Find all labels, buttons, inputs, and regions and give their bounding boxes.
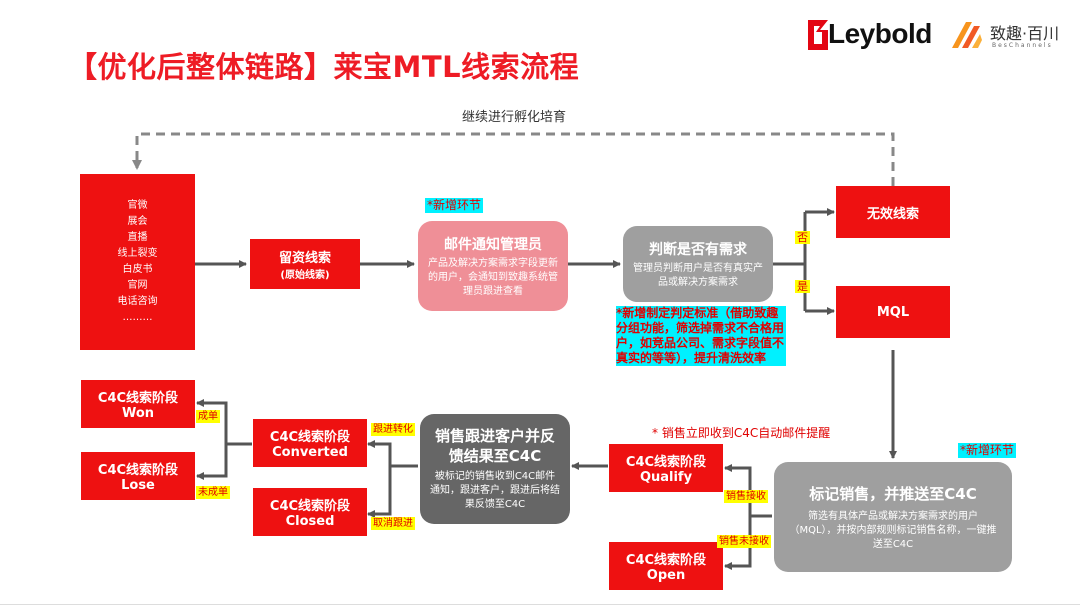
c4c-won-box: C4C线索阶段 Won — [81, 380, 195, 428]
c4c-qualify-line2: Qualify — [639, 470, 693, 485]
new-step-tag: *新增环节 — [425, 198, 484, 213]
c4c-closed-box: C4C线索阶段 Closed — [253, 488, 367, 536]
arrow-to-closed — [367, 466, 392, 518]
c4c-converted-box: C4C线索阶段 Converted — [253, 419, 367, 467]
arrow-to-won — [196, 399, 228, 444]
source-item: 电话咨询 — [117, 296, 158, 307]
judge-criteria-note: *新增制定判定标准（借助致趣分组功能，筛选掉需求不合格用户，如竞品公司、需求字段… — [616, 306, 786, 366]
c4c-closed-line2: Closed — [285, 514, 335, 529]
sales-follow-box: 销售跟进客户并反馈结果至C4C 被标记的销售收到C4C邮件通知，跟进客户，跟进后… — [420, 414, 570, 524]
source-item: 官微 — [127, 200, 148, 211]
email-notify-title: 邮件通知管理员 — [444, 236, 542, 253]
deal-won-label: 成单 — [196, 410, 220, 423]
c4c-lose-box: C4C线索阶段 Lose — [81, 452, 195, 500]
source-item: 线上裂变 — [117, 248, 158, 259]
c4c-lose-line2: Lose — [121, 478, 155, 493]
c4c-open-line2: Open — [646, 568, 686, 583]
c4c-won-line2: Won — [121, 406, 155, 421]
no-label: 否 — [795, 231, 810, 244]
c4c-open-box: C4C线索阶段 Open — [609, 542, 723, 590]
lead-sources-box: 官微 展会 直播 线上裂变 白皮书 官网 电话咨询 ……… — [80, 174, 195, 350]
c4c-converted-line1: C4C线索阶段 — [269, 430, 351, 445]
footer-divider — [0, 604, 1080, 605]
loop-label: 继续进行孵化培育 — [462, 110, 567, 125]
judge-demand-box: 判断是否有需求 管理员判断用户是否有真实产品或解决方案需求 — [623, 226, 773, 302]
source-item: 直播 — [127, 232, 148, 243]
c4c-open-line1: C4C线索阶段 — [625, 553, 707, 568]
c4c-closed-line1: C4C线索阶段 — [269, 499, 351, 514]
email-notify-box: 邮件通知管理员 产品及解决方案需求字段更新的用户，会通知到致趣系统管理员跟进查看 — [418, 221, 568, 311]
follow-convert-label: 跟进转化 — [371, 423, 415, 436]
sales-follow-title: 销售跟进客户并反馈结果至C4C — [434, 427, 555, 465]
arrow-to-open — [724, 516, 752, 570]
judge-demand-title: 判断是否有需求 — [649, 241, 747, 258]
deal-lost-label: 未成单 — [196, 486, 230, 499]
partner-subname: BesChannels — [992, 42, 1053, 49]
c4c-converted-line2: Converted — [272, 445, 348, 460]
loop-line — [132, 132, 895, 186]
judge-demand-desc: 管理员判断用户是否有真实产品或解决方案需求 — [633, 262, 763, 288]
raw-leads-box: 留资线索 (原始线索) — [250, 239, 360, 289]
c4c-won-line1: C4C线索阶段 — [97, 391, 179, 406]
new-step-tag-2: *新增环节 — [958, 443, 1017, 458]
invalid-leads-label: 无效线索 — [866, 206, 919, 222]
mql-box: MQL — [836, 286, 950, 338]
yes-label: 是 — [795, 280, 810, 293]
mql-label: MQL — [876, 304, 910, 320]
sales-email-note: * 销售立即收到C4C自动邮件提醒 — [652, 426, 831, 440]
partner-name: 致趣·百川 — [990, 24, 1060, 43]
mark-sales-box: 标记销售，并推送至C4C 筛选有具体产品或解决方案需求的用户（MQL），并按内部… — [774, 462, 1012, 572]
source-item: 官网 — [127, 280, 148, 291]
mark-sales-desc: 筛选有具体产品或解决方案需求的用户（MQL），并按内部规则标记销售名称，一键推送… — [789, 510, 997, 550]
sales-accept-label: 销售接收 — [724, 490, 768, 503]
raw-leads-title: 留资线索 — [278, 251, 331, 266]
invalid-leads-box: 无效线索 — [836, 186, 950, 238]
c4c-lose-line1: C4C线索阶段 — [97, 463, 179, 478]
sales-follow-desc: 被标记的销售收到C4C邮件通知，跟进客户，跟进后将结果反馈至C4C — [430, 471, 560, 510]
leybold-logo: Leybold — [806, 16, 940, 58]
source-item: ……… — [122, 312, 153, 323]
c4c-qualify-line1: C4C线索阶段 — [625, 455, 707, 470]
beschannels-logo: 致趣·百川 BesChannels — [950, 16, 1070, 58]
sales-reject-label: 销售未接收 — [717, 535, 771, 548]
mark-sales-title: 标记销售，并推送至C4C — [809, 484, 977, 503]
arrow-to-converted — [367, 440, 392, 466]
leybold-wordmark: Leybold — [828, 18, 932, 49]
source-item: 展会 — [127, 216, 148, 227]
page-title: 【优化后整体链路】莱宝MTL线索流程 — [68, 50, 580, 84]
raw-leads-subtitle: (原始线索) — [280, 270, 330, 281]
follow-cancel-label: 取消跟进 — [371, 517, 415, 530]
email-notify-desc: 产品及解决方案需求字段更新的用户，会通知到致趣系统管理员跟进查看 — [428, 257, 558, 297]
source-item: 白皮书 — [122, 264, 153, 275]
arrow-to-lose — [196, 444, 228, 480]
c4c-qualify-box: C4C线索阶段 Qualify — [609, 444, 723, 492]
